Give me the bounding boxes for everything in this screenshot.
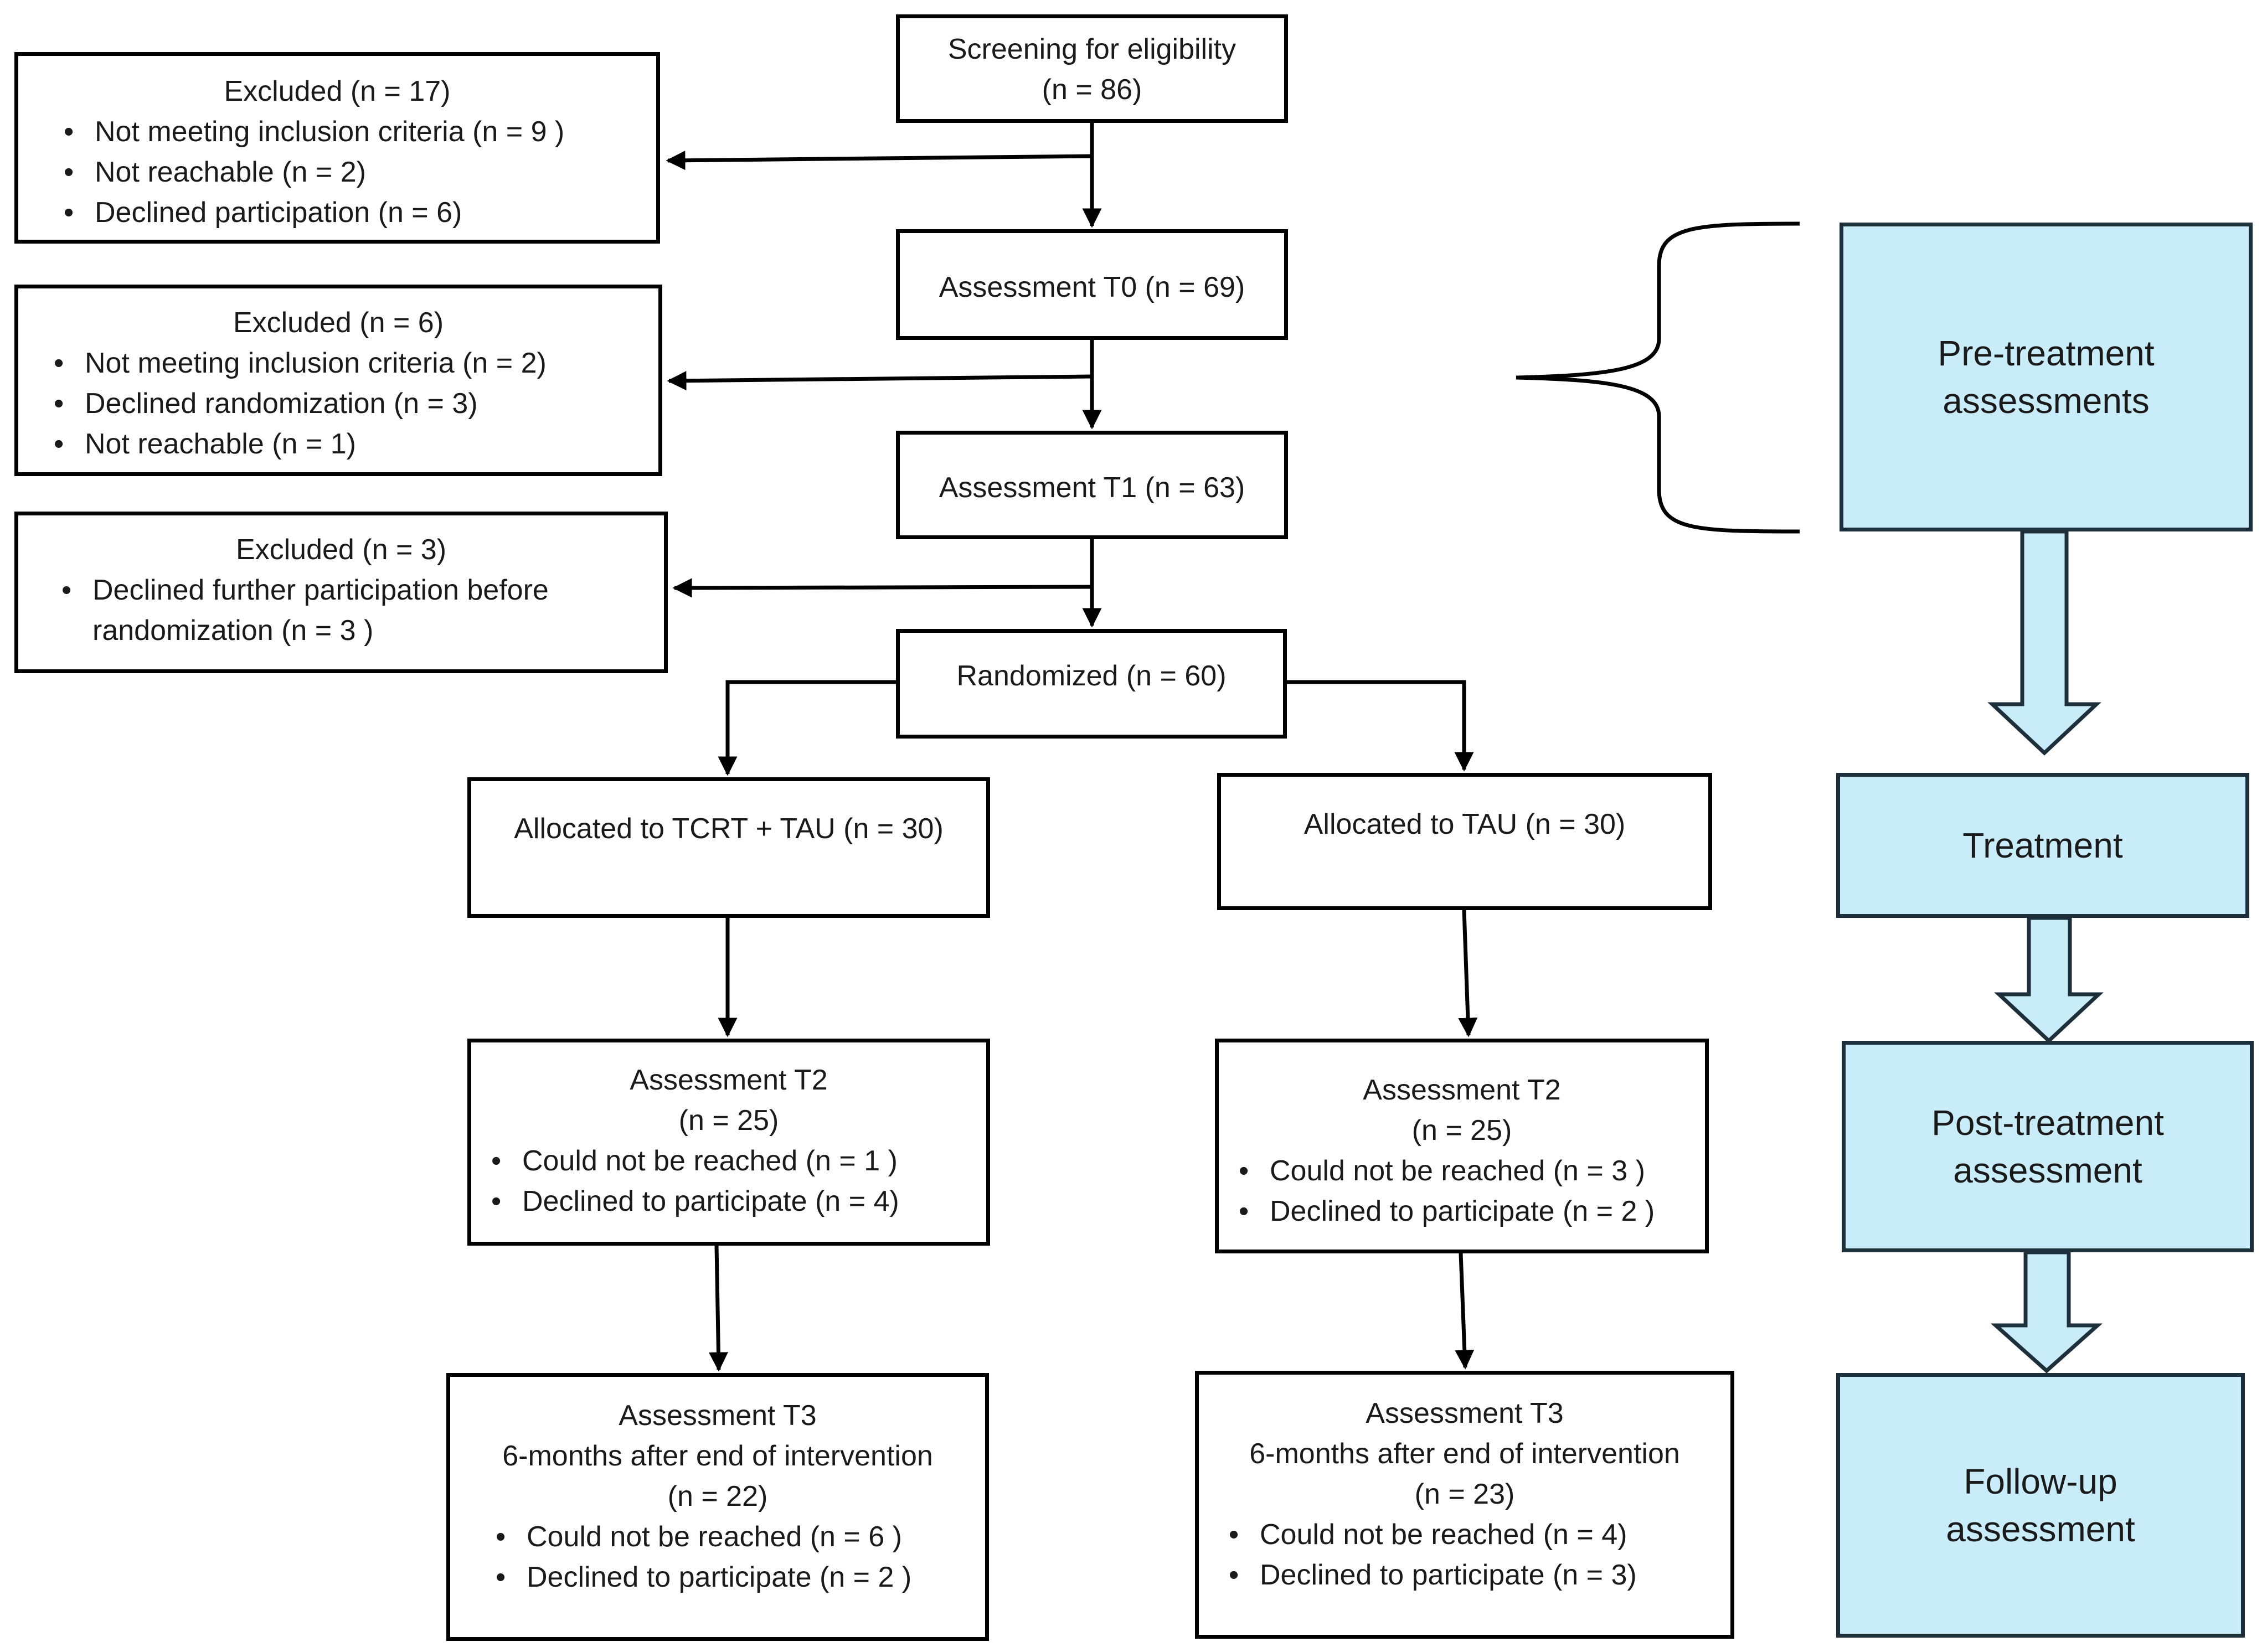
t3-tau-list: Could not be reached (n = 4) Declined to… (1229, 1515, 1730, 1596)
stage-post-treatment-line-1: Post-treatment (1931, 1103, 2164, 1143)
excluded-2-list: Not meeting inclusion criteria (n = 2) D… (54, 343, 658, 464)
t3-tcrt-item: Declined to participate (n = 2 ) (496, 1557, 985, 1598)
stage-follow-up-box: Follow-up assessment (1836, 1373, 2245, 1638)
t3-tcrt-subtitle: 6-months after end of intervention (502, 1440, 933, 1472)
stage-pre-treatment-line-2: assessments (1943, 381, 2150, 421)
excluded-box-3: Excluded (n = 3) Declined further partic… (14, 512, 668, 673)
allocated-tau-box: Allocated to TAU (n = 30) (1217, 773, 1712, 910)
randomized-title: Randomized (n = 60) (956, 660, 1227, 692)
t3-tau-count: (n = 23) (1414, 1478, 1515, 1510)
excluded-2-item: Declined randomization (n = 3) (54, 384, 658, 424)
excluded-2-item: Not reachable (n = 1) (54, 424, 658, 464)
excluded-3-item: Declined further participation before (61, 570, 664, 611)
arrow-to-excluded-2 (667, 371, 1093, 391)
screening-box: Screening for eligibility (n = 86) (896, 14, 1288, 123)
arrow-to-excluded-3 (672, 578, 1093, 598)
t3-tau-item: Could not be reached (n = 4) (1229, 1515, 1730, 1555)
assessment-t3-tcrt-box: Assessment T3 6-months after end of inte… (446, 1373, 989, 1641)
t2-tcrt-title: Assessment T2 (630, 1064, 828, 1096)
allocated-tcrt-title: Allocated to TCRT + TAU (n = 30) (514, 813, 944, 845)
arrow-tau-t2-to-t3 (1455, 1253, 1475, 1370)
pre-treatment-brace (1516, 221, 1800, 534)
arrow-tcrt-t2-to-t3 (708, 1245, 728, 1372)
stage-pre-treatment-box: Pre-treatment assessments (1840, 223, 2253, 531)
assessment-t0-box: Assessment T0 (n = 69) (896, 229, 1288, 340)
t2-tcrt-list: Could not be reached (n = 1 ) Declined t… (491, 1141, 986, 1222)
stage-post-treatment-box: Post-treatment assessment (1842, 1041, 2254, 1252)
randomized-box: Randomized (n = 60) (896, 629, 1287, 739)
t2-tcrt-item: Declined to participate (n = 4) (491, 1181, 986, 1222)
t3-tcrt-title: Assessment T3 (619, 1400, 817, 1432)
excluded-2-item: Not meeting inclusion criteria (n = 2) (54, 343, 658, 384)
stage-treatment-label: Treatment (1840, 777, 2245, 914)
t3-tau-title: Assessment T3 (1366, 1397, 1564, 1429)
t2-tau-item: Could not be reached (n = 3 ) (1239, 1151, 1705, 1191)
stage-treatment-box: Treatment (1836, 773, 2249, 918)
excluded-3-title: Excluded (n = 3) (235, 534, 447, 566)
t3-tau-item: Declined to participate (n = 3) (1229, 1555, 1730, 1596)
assessment-t1-title: Assessment T1 (n = 63) (939, 472, 1245, 504)
excluded-1-list: Not meeting inclusion criteria (n = 9 ) … (64, 112, 656, 233)
excluded-box-1: Excluded (n = 17) Not meeting inclusion … (14, 52, 660, 244)
t2-tau-count: (n = 25) (1411, 1114, 1512, 1147)
arrow-randomized-to-tau (1287, 680, 1474, 772)
block-arrow-post-to-follow-up (1990, 1250, 2103, 1374)
excluded-2-title: Excluded (n = 6) (233, 307, 444, 339)
excluded-1-item: Not reachable (n = 2) (64, 152, 656, 193)
excluded-box-2: Excluded (n = 6) Not meeting inclusion c… (14, 285, 662, 476)
assessment-t0-title: Assessment T0 (n = 69) (939, 271, 1245, 303)
t2-tcrt-count: (n = 25) (678, 1104, 779, 1137)
t3-tau-subtitle: 6-months after end of intervention (1249, 1438, 1680, 1470)
block-arrow-pre-to-treatment (1987, 529, 2101, 756)
stage-treatment-line: Treatment (1962, 825, 2123, 865)
allocated-tcrt-box: Allocated to TCRT + TAU (n = 30) (467, 777, 990, 918)
excluded-1-item: Declined participation (n = 6) (64, 193, 656, 233)
stage-follow-up-line-2: assessment (1946, 1509, 2135, 1549)
screening-title: Screening for eligibility (947, 33, 1236, 65)
stage-follow-up-label: Follow-up assessment (1840, 1377, 2241, 1634)
stage-pre-treatment-label: Pre-treatment assessments (1843, 226, 2249, 528)
stage-pre-treatment-line-1: Pre-treatment (1938, 333, 2155, 373)
screening-count: (n = 86) (1042, 74, 1142, 106)
assessment-t2-tcrt-box: Assessment T2 (n = 25) Could not be reac… (467, 1039, 990, 1246)
stage-post-treatment-label: Post-treatment assessment (1846, 1045, 2250, 1248)
t2-tau-list: Could not be reached (n = 3 ) Declined t… (1239, 1151, 1705, 1232)
t3-tcrt-count: (n = 22) (667, 1480, 768, 1512)
allocated-tau-title: Allocated to TAU (n = 30) (1303, 808, 1626, 840)
t2-tau-item: Declined to participate (n = 2 ) (1239, 1191, 1705, 1232)
arrow-to-excluded-1 (666, 151, 1093, 171)
excluded-3-list: Declined further participation before ra… (61, 570, 664, 651)
stage-post-treatment-line-2: assessment (1953, 1150, 2142, 1190)
assessment-t2-tau-box: Assessment T2 (n = 25) Could not be reac… (1215, 1039, 1709, 1253)
t3-tcrt-list: Could not be reached (n = 6 ) Declined t… (496, 1517, 985, 1598)
excluded-3-item-continued: randomization (n = 3 ) (92, 615, 374, 647)
excluded-1-item: Not meeting inclusion criteria (n = 9 ) (64, 112, 656, 152)
arrow-tau-to-t2 (1458, 910, 1478, 1037)
t2-tau-title: Assessment T2 (1363, 1074, 1561, 1106)
stage-follow-up-line-1: Follow-up (1964, 1462, 2117, 1501)
t3-tcrt-item: Could not be reached (n = 6 ) (496, 1517, 985, 1557)
excluded-1-title: Excluded (n = 17) (224, 75, 451, 107)
assessment-t3-tau-box: Assessment T3 6-months after end of inte… (1195, 1371, 1734, 1639)
assessment-t1-box: Assessment T1 (n = 63) (896, 431, 1288, 539)
block-arrow-treatment-to-post (1994, 916, 2104, 1044)
arrow-randomized-to-tcrt (718, 680, 896, 776)
t2-tcrt-item: Could not be reached (n = 1 ) (491, 1141, 986, 1181)
